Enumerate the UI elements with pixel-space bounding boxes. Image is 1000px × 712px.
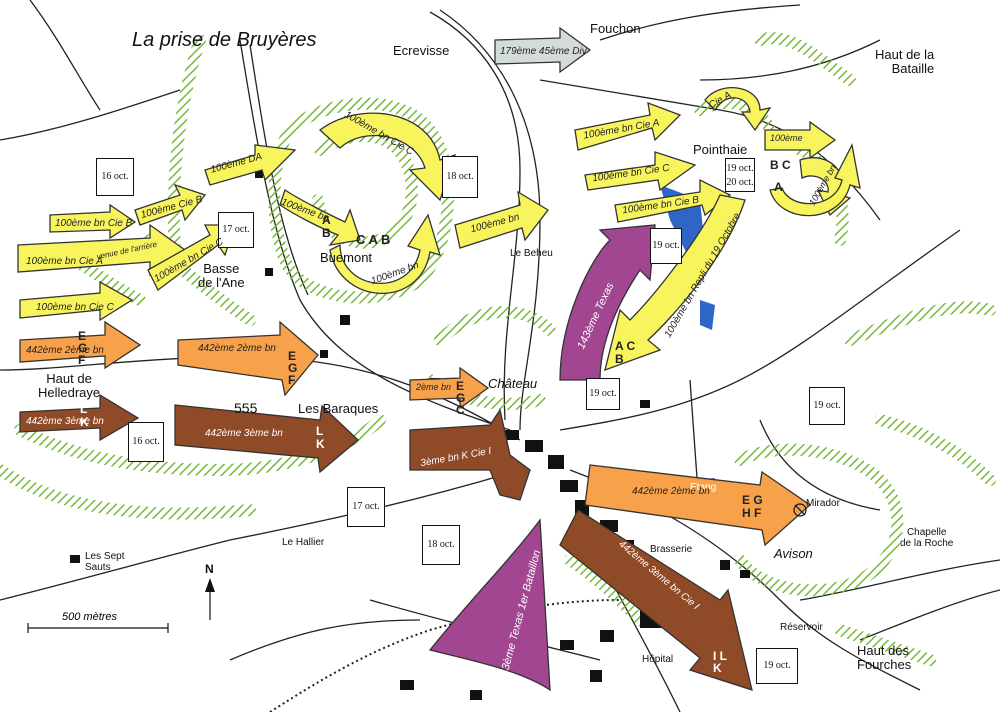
label-442-3-center: 442ème 3ème bn — [205, 428, 283, 439]
date-box: 17 oct. — [347, 487, 385, 527]
date-box: 19 oct. — [586, 378, 620, 410]
arrow-179-45-div — [494, 26, 592, 74]
date-box: 17 oct. — [218, 212, 254, 248]
place-haut-fourches: Haut des Fourches — [857, 643, 912, 672]
arrow-442-3-east — [559, 509, 753, 691]
arrow-100-cieB-west — [49, 203, 137, 240]
letters-bc: B C — [770, 158, 791, 172]
date-box: 19 oct. — [809, 387, 845, 425]
letters-egf-center: E G F — [288, 349, 298, 387]
place-pointhaie: Pointhaie — [693, 142, 748, 157]
letters-lk-center: L K — [316, 424, 325, 451]
arrows-442-3rd — [19, 393, 753, 691]
railway — [269, 599, 621, 712]
letters-a: A — [774, 180, 783, 194]
scale-bar — [27, 623, 169, 633]
label-100-cieC-west: 100ème bn Cie C — [36, 302, 114, 313]
arrows-442-2nd — [19, 320, 812, 547]
letters-lk-west: L K — [80, 402, 89, 429]
letters-egf-west: E G F — [78, 329, 88, 367]
place-avison: Avison — [774, 546, 813, 561]
arrow-100-buemont-loop — [329, 213, 441, 295]
date-box: 18 oct. — [442, 156, 478, 198]
arrow-chateau — [409, 366, 490, 410]
place-brasserie: Brasserie — [650, 544, 693, 555]
letters-acb: A C B — [615, 339, 636, 366]
date-box: 16 oct. — [96, 158, 134, 196]
north-label: N — [205, 562, 214, 576]
label-442-2-east: 442ème 2ème bn — [632, 486, 710, 497]
label-442-2-center: 442ème 2ème bn — [198, 343, 276, 354]
arrow-repli — [604, 194, 746, 372]
map-title: La prise de Bruyères — [132, 29, 317, 51]
date-box: 19 oct. 20 oct. — [725, 158, 755, 192]
arrows-texas — [428, 224, 656, 692]
arrows-100th — [17, 87, 861, 372]
arrow-cieA-loop — [704, 87, 772, 132]
date-box: 19 oct. — [756, 648, 798, 684]
letters-ab: A B — [322, 213, 331, 240]
arrow-442-2-east — [584, 464, 812, 547]
arrow-442-3-town — [409, 408, 531, 501]
arrow-442-2-center — [177, 320, 319, 397]
place-haut-helledraye: Haut de Helledraye — [38, 371, 101, 400]
arrow-100-east — [454, 190, 549, 249]
arrow-100-cieB-2 — [134, 183, 207, 226]
arrow-texas-south — [428, 518, 551, 692]
arrow-100-cieC-east — [584, 151, 697, 192]
mirador-marker — [793, 503, 807, 517]
arrow-100-AB — [279, 188, 361, 246]
arrow-100-cieC-buemont — [318, 112, 457, 202]
arrow-100-pointhaie — [764, 120, 837, 160]
arrow-100-DA — [204, 144, 297, 186]
letters-cab: C A B — [356, 232, 391, 247]
letters-ehgf: E G H F — [742, 493, 763, 520]
place-chateau: Château — [488, 376, 538, 391]
hill-contours — [0, 32, 996, 666]
date-box: 19 oct. — [650, 228, 682, 264]
place-les-sept-sauts: Les Sept Sauts — [85, 551, 125, 573]
place-ecrevisse: Ecrevisse — [393, 43, 450, 58]
letters-egc: E G C — [456, 379, 466, 417]
label-100-cieB-west: 100ème bn Cie B — [55, 218, 133, 229]
arrow-texas-north — [559, 224, 656, 381]
date-box: 16 oct. — [128, 422, 164, 462]
place-haut-bataille: Haut de la Bataille — [875, 47, 935, 76]
place-elevation-555: 555 — [234, 400, 258, 416]
place-hopital: Hôpital — [642, 654, 674, 665]
label-179-45-div: 179ème 45ème Div — [500, 46, 587, 57]
place-etang: Etang — [690, 482, 717, 493]
arrow-100-cieA-east — [574, 101, 682, 151]
place-les-baraques: Les Baraques — [298, 401, 379, 416]
place-le-hallier: Le Hallier — [282, 537, 325, 548]
place-chapelle: Chapelle de la Roche — [900, 527, 954, 549]
arrow-442-3-west — [19, 393, 140, 442]
arrow-100-A-loop — [769, 143, 861, 217]
label-2-chateau: 2ème bn — [416, 382, 452, 392]
scale-label: 500 mètres — [62, 611, 118, 623]
place-fouchon: Fouchon — [590, 21, 641, 36]
label-100-cieA-west: 100ème bn Cie A — [26, 256, 103, 267]
letters-ilk: I L K — [713, 649, 727, 675]
place-basse-ane: Basse de l'Ane — [198, 261, 245, 290]
label-442-3-west: 442ème 3ème bn — [26, 416, 104, 427]
place-buemont: Buemont — [320, 250, 373, 265]
label-100-ph1: 100ème — [770, 133, 803, 143]
place-reservoir: Réservoir — [780, 622, 823, 633]
date-box: 18 oct. — [422, 525, 460, 565]
north-arrow — [205, 578, 215, 620]
arrow-100-cieC-west — [19, 280, 134, 322]
arrow-442-2-west — [19, 320, 142, 370]
place-mirador: Mirador — [806, 498, 840, 509]
arrow-442-3-center — [174, 404, 359, 474]
place-le-beheu: Le Beheu — [510, 248, 553, 259]
label-442-2-west: 442ème 2ème bn — [26, 345, 104, 356]
